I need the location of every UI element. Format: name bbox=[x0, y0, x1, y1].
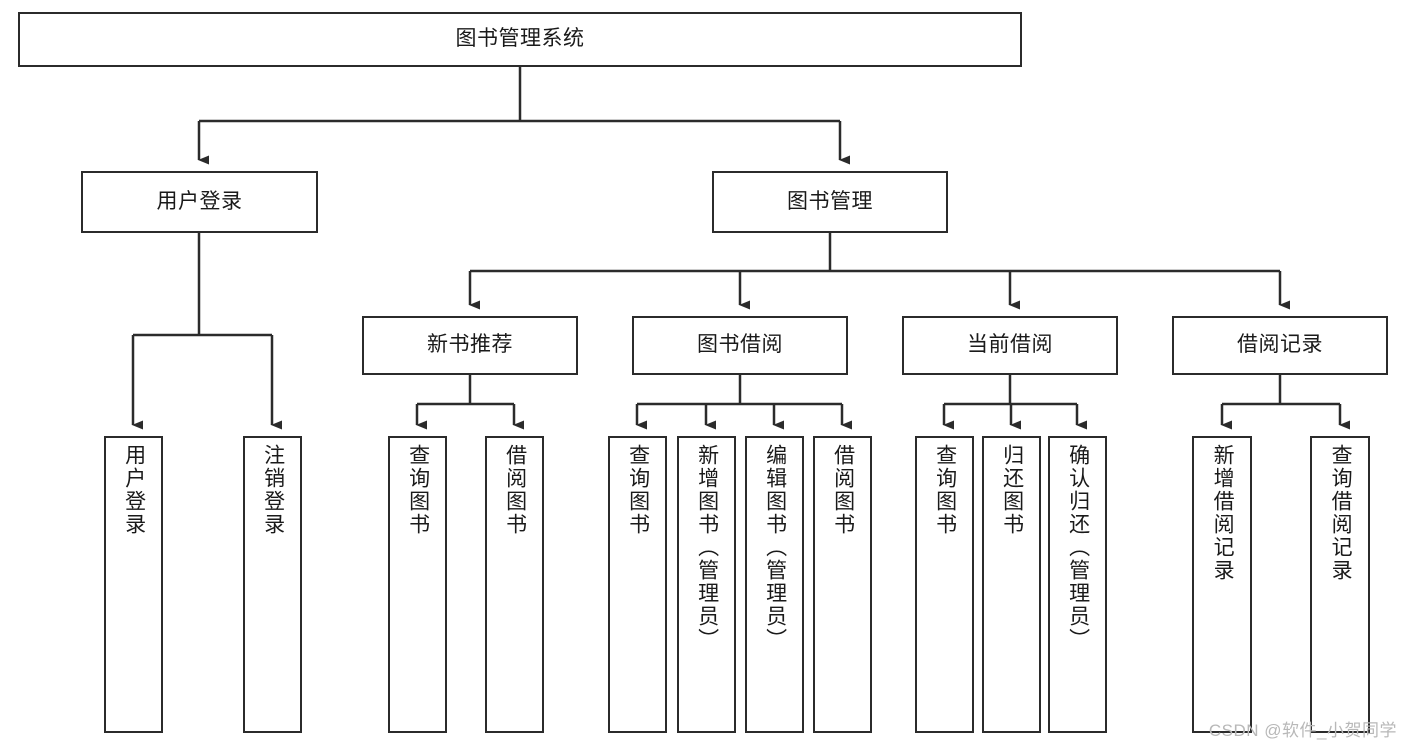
node-label: 新增借阅记录 bbox=[1211, 444, 1235, 582]
csdn-watermark: CSDN @软件_小贺同学 bbox=[1208, 721, 1397, 740]
leaf-borrow-query-book[interactable]: 查询图书 bbox=[608, 436, 667, 733]
node-book-management[interactable]: 图书管理 bbox=[712, 171, 948, 233]
leaf-user-login-logout[interactable]: 注销登录 bbox=[243, 436, 302, 733]
node-label: 查询图书 bbox=[626, 444, 650, 536]
leaf-user-login-login[interactable]: 用户登录 bbox=[104, 436, 163, 733]
node-label: 确认归还（管理员） bbox=[1066, 444, 1090, 651]
node-label: 查询图书 bbox=[933, 444, 957, 536]
node-label: 查询图书 bbox=[406, 444, 430, 536]
node-label: 新增图书（管理员） bbox=[695, 444, 719, 651]
node-label: 图书管理 bbox=[787, 189, 873, 213]
leaf-current-query-book[interactable]: 查询图书 bbox=[915, 436, 974, 733]
leaf-new-book-borrow[interactable]: 借阅图书 bbox=[485, 436, 544, 733]
node-root-book-management-system[interactable]: 图书管理系统 bbox=[18, 12, 1022, 67]
node-user-login[interactable]: 用户登录 bbox=[81, 171, 318, 233]
node-label: 新书推荐 bbox=[427, 333, 513, 357]
leaf-new-book-query[interactable]: 查询图书 bbox=[388, 436, 447, 733]
node-label: 用户登录 bbox=[156, 189, 243, 213]
leaf-current-return-book[interactable]: 归还图书 bbox=[982, 436, 1041, 733]
node-current-borrow[interactable]: 当前借阅 bbox=[902, 316, 1118, 375]
node-borrow-record[interactable]: 借阅记录 bbox=[1172, 316, 1388, 375]
node-label: 查询借阅记录 bbox=[1329, 444, 1353, 582]
node-label: 图书借阅 bbox=[697, 333, 783, 357]
leaf-borrow-edit-book-admin[interactable]: 编辑图书（管理员） bbox=[745, 436, 804, 733]
node-label: 编辑图书（管理员） bbox=[763, 444, 787, 651]
leaf-borrow-add-book-admin[interactable]: 新增图书（管理员） bbox=[677, 436, 736, 733]
leaf-record-add-record[interactable]: 新增借阅记录 bbox=[1192, 436, 1252, 733]
node-label: 借阅图书 bbox=[831, 444, 855, 536]
node-label: 注销登录 bbox=[261, 444, 285, 536]
node-new-book-recommend[interactable]: 新书推荐 bbox=[362, 316, 578, 375]
node-label: 图书管理系统 bbox=[455, 27, 585, 51]
node-label: 归还图书 bbox=[1000, 444, 1024, 536]
leaf-current-confirm-return-admin[interactable]: 确认归还（管理员） bbox=[1048, 436, 1107, 733]
node-label: 用户登录 bbox=[122, 444, 146, 536]
node-label: 借阅图书 bbox=[503, 444, 527, 536]
node-book-borrow[interactable]: 图书借阅 bbox=[632, 316, 848, 375]
node-label: 借阅记录 bbox=[1237, 333, 1323, 357]
node-label: 当前借阅 bbox=[967, 333, 1053, 357]
leaf-record-query-record[interactable]: 查询借阅记录 bbox=[1310, 436, 1370, 733]
leaf-borrow-borrow-book[interactable]: 借阅图书 bbox=[813, 436, 872, 733]
